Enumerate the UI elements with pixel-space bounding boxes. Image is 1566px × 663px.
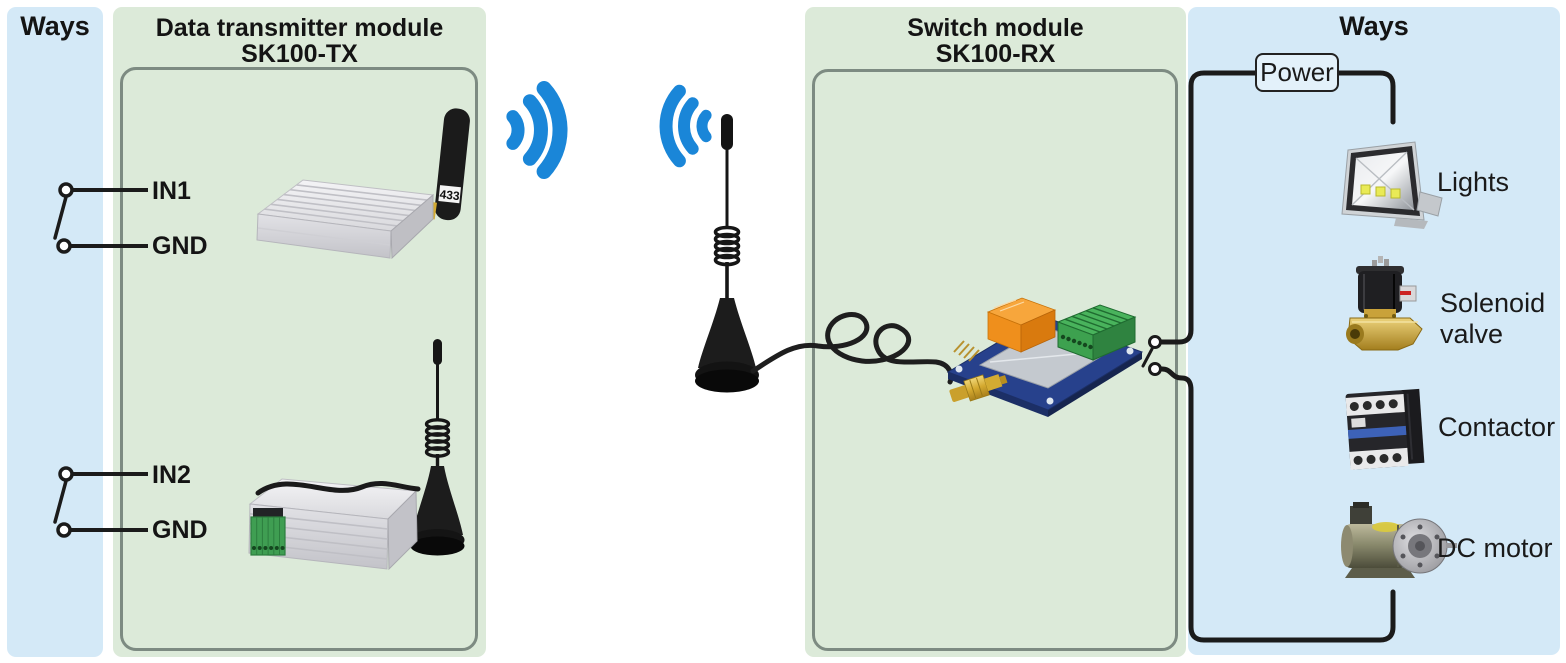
power-wire-top [1159,70,1396,345]
power-wire-bottom [1159,366,1396,643]
tx-module-1-photo: 433 [256,108,470,260]
terminal-block-icon [250,516,286,556]
device-label-dc-motor: DC motor [1437,533,1553,563]
device-label-contactor: Contactor [1438,412,1556,442]
pin-header-icon [253,508,283,517]
wifi-signal-right-icon [659,84,712,168]
rx-panel-title-line1: Switch module [907,14,1084,42]
gnd2-label: GND [152,516,208,544]
input-switch-2 [53,466,148,538]
in1-label: IN1 [152,177,191,205]
stub-antenna-icon: 433 [434,108,470,221]
device-label-solenoid-valve: Solenoid valve [1440,288,1546,349]
power-label: Power [1260,57,1334,87]
left-ways-title: Ways [20,11,90,41]
rx-board-photo [750,297,1144,417]
antenna-band-label: 433 [439,187,461,203]
antenna-cable [255,481,421,496]
sma-connector-icon [949,374,1008,402]
floodlight-photo [1341,141,1443,229]
right-ways-title: Ways [1339,11,1409,41]
rx-panel-title-line2: SK100-RX [935,40,1056,68]
rx-antenna-photo [695,114,759,393]
rx-inner-frame [812,69,1178,651]
tx-inner-frame [120,67,478,651]
tx-panel-title-line2: SK100-TX [241,40,358,68]
dc-motor-photo [1341,502,1457,578]
relay-icon [986,297,1057,353]
input-switch-1 [53,182,148,254]
terminal-block-icon [1056,304,1137,361]
tx-panel-title-line1: Data transmitter module [155,14,444,42]
wifi-signal-left-icon [506,81,568,179]
contactor-photo [1345,388,1425,470]
tx-module-2-photo [248,339,465,571]
relay-output-switch [1141,335,1162,376]
left-ways-panel [7,7,103,657]
sucker-antenna-icon [410,339,465,556]
in2-label: IN2 [152,461,191,489]
gnd1-label: GND [152,232,208,260]
device-label-lights: Lights [1437,167,1510,197]
coax-cable [750,312,954,385]
solenoid-valve-photo [1346,256,1423,351]
power-source-box: Power [1255,53,1339,92]
